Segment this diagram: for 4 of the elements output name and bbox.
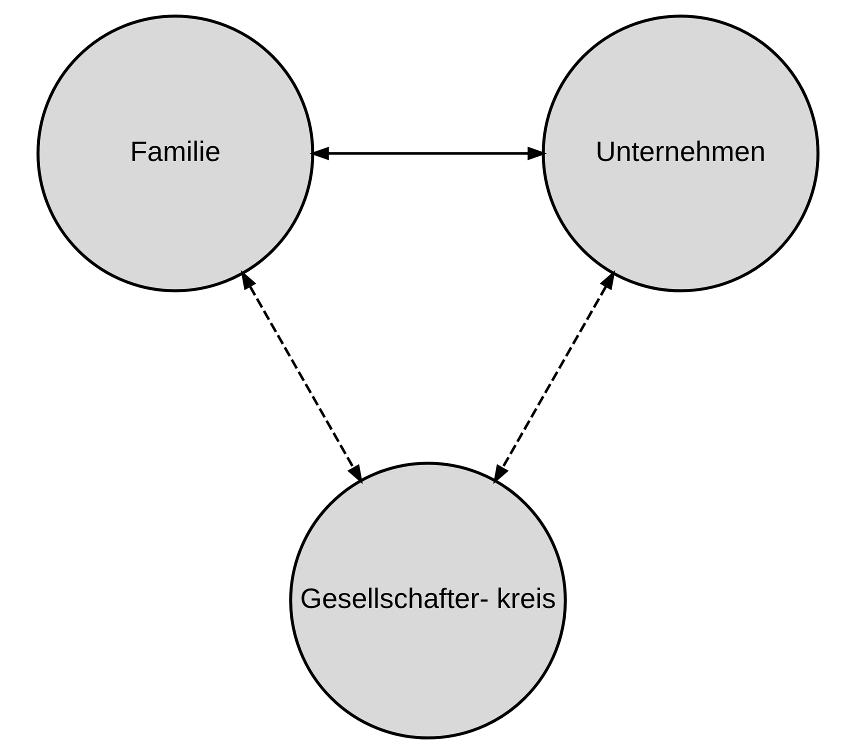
node-circle: Gesellschafter- kreis bbox=[289, 462, 567, 740]
arrow bbox=[493, 270, 616, 484]
arrow bbox=[240, 270, 363, 484]
arrow bbox=[310, 146, 547, 160]
